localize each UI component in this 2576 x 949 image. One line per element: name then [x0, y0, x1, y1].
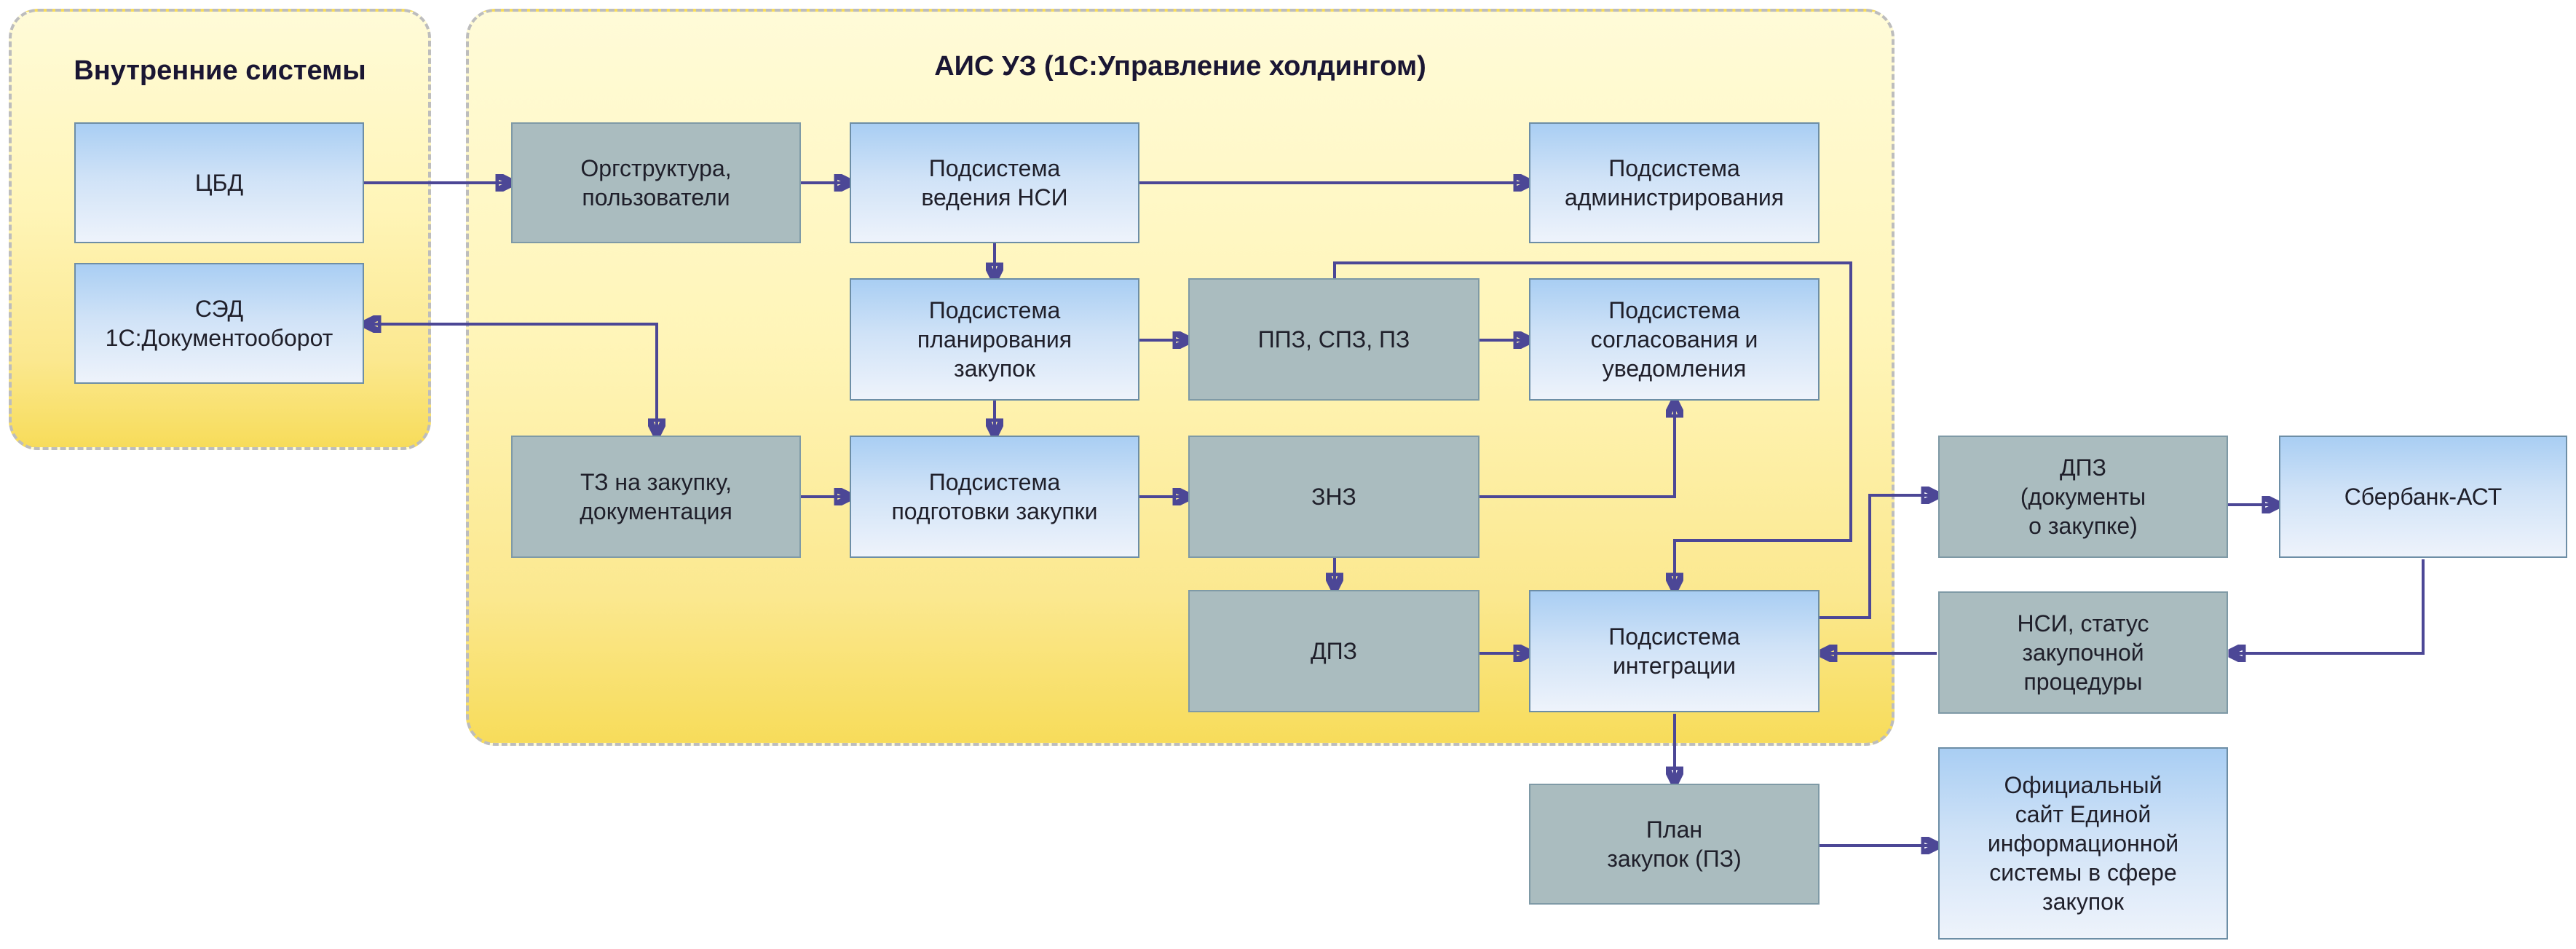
node-dpz-inner: ДПЗ	[1188, 590, 1479, 712]
node-nsi-status: НСИ, статус закупочной процедуры	[1938, 591, 2228, 714]
node-prep-subsystem: Подсистема подготовки закупки	[850, 436, 1139, 558]
node-official-site: Официальный сайт Единой информационной с…	[1938, 747, 2228, 940]
node-planning-subsystem: Подсистема планирования закупок	[850, 278, 1139, 401]
node-pps: ППЗ, СПЗ, ПЗ	[1188, 278, 1479, 401]
arrow-sberbank-to-nsi-status	[2230, 559, 2425, 653]
group-internal-systems-title: Внутренние системы	[74, 55, 366, 86]
node-sed: СЭД 1С:Документооборот	[74, 263, 364, 384]
node-znz: ЗНЗ	[1188, 436, 1479, 558]
node-nsi-subsystem: Подсистема ведения НСИ	[850, 122, 1139, 243]
node-approval-subsystem: Подсистема согласования и уведомления	[1529, 278, 1820, 401]
node-cbd: ЦБД	[74, 122, 364, 243]
group-ais-title: АИС УЗ (1С:Управление холдингом)	[934, 51, 1426, 82]
node-plan: План закупок (ПЗ)	[1529, 784, 1820, 905]
node-admin-subsystem: Подсистема администрирования	[1529, 122, 1820, 243]
node-dpz-outer: ДПЗ (документы о закупке)	[1938, 436, 2228, 558]
node-integration-subsystem: Подсистема интеграции	[1529, 590, 1820, 712]
node-orgstructure: Оргструктура, пользователи	[511, 122, 801, 243]
node-tz: ТЗ на закупку, документация	[511, 436, 801, 558]
node-sberbank: Сбербанк-АСТ	[2279, 436, 2567, 558]
